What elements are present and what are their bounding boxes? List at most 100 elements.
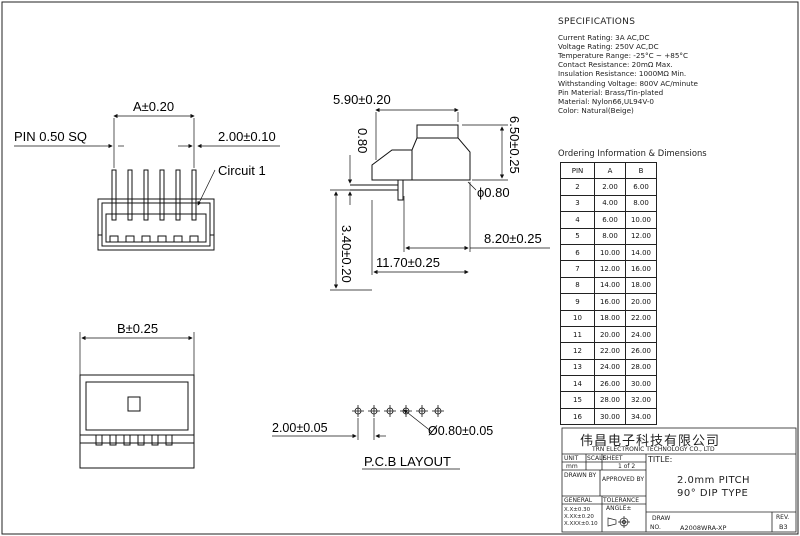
sheet-value: 1 of 2 (618, 463, 636, 470)
dim-b-cell: 34.00 (625, 407, 657, 426)
spec-line: Withstanding Voltage: 800V AC/minute (558, 78, 698, 88)
scale-label: SCALE (587, 455, 607, 462)
company-name-cn: 伟昌电子科技有限公司 (580, 434, 721, 449)
side-dim-1170: 11.70±0.25 (376, 255, 440, 270)
dim-a-cell: 12.00 (594, 260, 626, 278)
circuit-1-label: Circuit 1 (218, 163, 266, 178)
pcb-layout (272, 405, 444, 440)
bottom-dim-b: B±0.25 (117, 321, 158, 336)
spec-line: Color: Natural(Beige) (558, 105, 634, 115)
dim-b-cell: 18.00 (625, 276, 657, 295)
pin-count-cell: 10 (560, 309, 595, 327)
pcb-layout-title: P.C.B LAYOUT (364, 454, 451, 469)
spec-line: Temperature Range: -25°C ~ +85°C (558, 51, 689, 61)
pin-count-cell: 8 (560, 276, 595, 295)
title-block-lines (561, 427, 797, 533)
dim-a-cell: 14.00 (594, 276, 626, 295)
pin-count-cell: 6 (560, 243, 595, 262)
pin-count-cell: 7 (560, 260, 595, 278)
company-name-en: TRN ELECTRONIC TECHNOLOGY CO., LTD (592, 446, 715, 453)
dim-a-cell: 30.00 (594, 407, 626, 426)
specifications-block: SPECIFICATIONS Current Rating: 3A AC,DC … (558, 17, 698, 115)
spec-line: Pin Material: Brass/Tin-plated (558, 87, 664, 97)
spec-line: Voltage Rating: 250V AC,DC (558, 42, 659, 52)
front-pitch-dim: 2.00±0.10 (218, 129, 276, 144)
side-height-dim: 6.50±0.25 (507, 116, 522, 174)
front-dim-a: A±0.20 (133, 99, 174, 114)
pin-count-cell: 4 (560, 211, 595, 229)
pin-count-cell: 2 (560, 178, 595, 196)
spec-line: Contact Resistance: 20mΩ Max. (558, 60, 673, 70)
specifications-heading: SPECIFICATIONS (558, 17, 636, 27)
revision-label: REV. (776, 514, 790, 521)
header-a: A (594, 161, 626, 180)
pin-count-cell: 15 (560, 391, 595, 409)
angle-label: ANGLE± (606, 505, 632, 512)
dim-a-cell: 4.00 (594, 194, 626, 213)
pin-size-label: PIN 0.50 SQ (14, 129, 87, 144)
side-view (330, 107, 550, 291)
pin-count-cell: 9 (560, 293, 595, 311)
dim-a-cell: 28.00 (594, 391, 626, 409)
third-angle-symbol (607, 516, 630, 528)
ordering-header-row: PIN A B (560, 161, 657, 180)
pcb-pitch-dim: 2.00±0.05 (272, 421, 328, 435)
drawing-number: A2008WRA-XP (680, 524, 727, 532)
dim-a-cell: 26.00 (594, 375, 626, 393)
approved-by-label: APPROVED BY (602, 476, 645, 483)
spec-line: Insulation Resistance: 1000MΩ Min. (558, 69, 687, 79)
bottom-view (79, 332, 195, 469)
revision-value: B3 (779, 523, 788, 531)
pin-count-cell: 16 (560, 407, 595, 426)
tolerance-label: TOLERANCE (603, 497, 640, 504)
dim-a-cell: 16.00 (594, 293, 626, 311)
dim-a-cell: 10.00 (594, 243, 626, 262)
unit-label: UNIT (564, 455, 579, 462)
dim-b-cell: 8.00 (625, 194, 657, 213)
tolerance-2: X.XX±0.20 (564, 514, 594, 520)
pin-count-cell: 13 (560, 358, 595, 377)
dim-b-cell: 12.00 (625, 227, 657, 245)
pin-count-cell: 5 (560, 227, 595, 245)
dim-a-cell: 22.00 (594, 342, 626, 360)
front-view (14, 113, 280, 251)
pin-count-cell: 14 (560, 375, 595, 393)
sheet-label: SHEET (603, 455, 623, 462)
pin-count-cell: 12 (560, 342, 595, 360)
drawing-title-line-1: 2.0mm PITCH (677, 475, 751, 486)
side-top-width: 5.90±0.20 (333, 92, 391, 107)
dim-b-cell: 24.00 (625, 325, 657, 344)
drawn-by-label: DRAWN BY (564, 472, 597, 479)
dim-a-cell: 8.00 (594, 227, 626, 245)
dim-a-cell: 18.00 (594, 309, 626, 327)
spec-line: Current Rating: 3A AC,DC (558, 33, 650, 43)
dim-a-cell: 24.00 (594, 358, 626, 377)
dim-b-cell: 22.00 (625, 309, 657, 327)
dim-b-cell: 28.00 (625, 358, 657, 377)
general-label: GENERAL (564, 497, 593, 504)
side-thickness-dim: 0.80 (355, 128, 370, 153)
draw-label: DRAW (652, 515, 671, 522)
dim-b-cell: 30.00 (625, 375, 657, 393)
ordering-title: Ordering Information & Dimensions (558, 148, 707, 158)
tolerance-1: X.X±0.30 (564, 507, 591, 513)
title-label: TITLE: (648, 455, 673, 464)
drawing-title-line-2: 90° DIP TYPE (677, 488, 749, 499)
dim-b-cell: 10.00 (625, 211, 657, 229)
spec-line: Material: Nylon66,UL94V-0 (558, 96, 654, 106)
pcb-hole-dim: Ø0.80±0.05 (428, 424, 493, 438)
side-dim-820: 8.20±0.25 (484, 231, 542, 246)
tolerance-3: X.XXX±0.10 (564, 521, 598, 527)
